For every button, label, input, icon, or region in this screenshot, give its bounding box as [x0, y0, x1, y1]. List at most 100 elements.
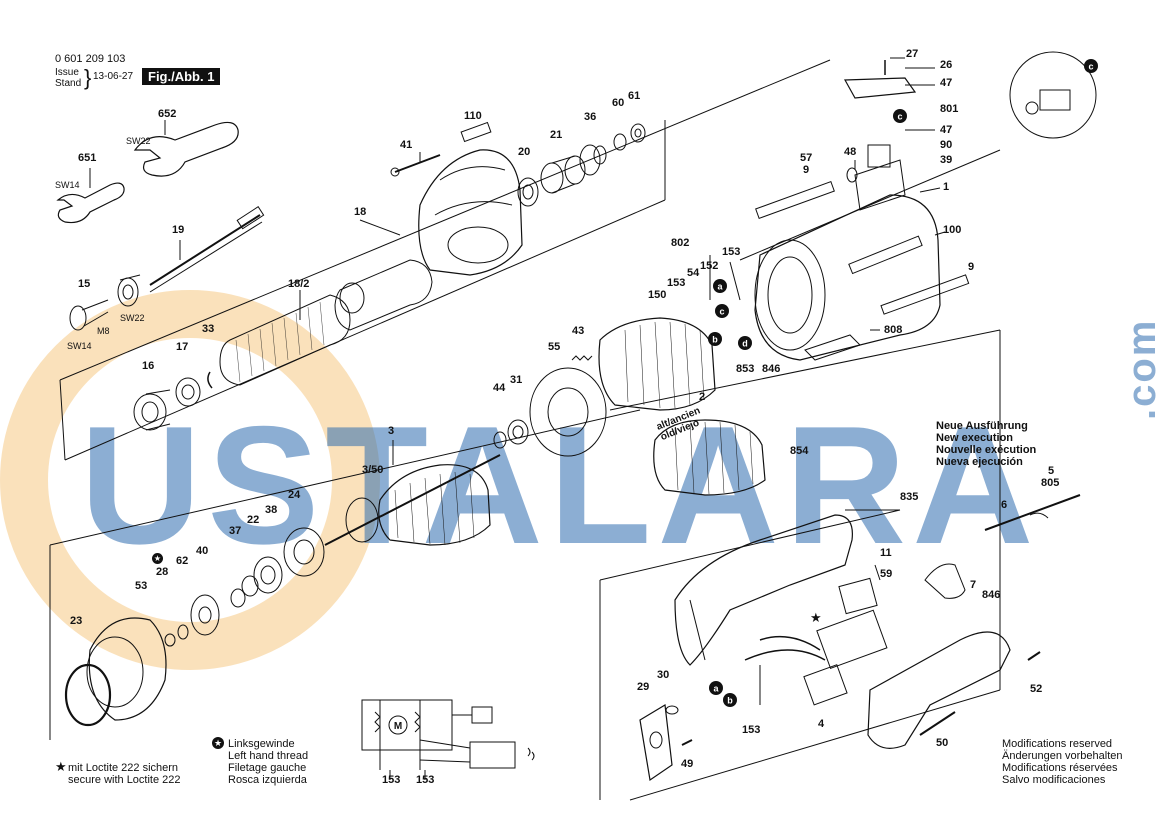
stand-label: Stand [55, 78, 82, 89]
part-label-1: 1 [943, 181, 950, 193]
part-label-53: 53 [135, 580, 148, 592]
callout-c1: c [719, 307, 724, 317]
part-label-40: 40 [196, 545, 209, 557]
callout-c3: c [1088, 62, 1093, 72]
callout-a2: a [713, 684, 719, 694]
issue-label: Issue [55, 67, 79, 78]
part-label-652: 652 [158, 108, 177, 120]
part-label-57: 57 [800, 152, 813, 164]
part-label-28: 28 [156, 566, 169, 578]
part-label-15: 15 [78, 278, 91, 290]
callout-b2: b [727, 696, 733, 706]
part-label-9a: 9 [803, 164, 810, 176]
wrench-sw22-label: SW22 [126, 136, 151, 146]
part-label-17: 17 [176, 341, 189, 353]
part-label-5: 5 [1048, 465, 1055, 477]
part-label-39: 39 [940, 154, 953, 166]
modifications-fr: Modifications réservées [1002, 762, 1118, 774]
part-label-846a: 846 [762, 363, 781, 375]
nut-sw22-label: SW22 [120, 313, 145, 323]
part-label-805: 805 [1041, 477, 1060, 489]
modifications-de: Änderungen vorbehalten [1002, 750, 1123, 762]
modifications-es: Salvo modificaciones [1002, 774, 1106, 786]
part-label-854: 854 [790, 445, 809, 457]
part-label-3: 3 [388, 425, 395, 437]
motor-symbol: M [394, 721, 402, 732]
left-thread-de: Linksgewinde [228, 738, 295, 750]
part-label-59: 59 [880, 568, 893, 580]
part-label-2: 2 [699, 391, 706, 403]
part-label-37: 37 [229, 525, 242, 537]
part-label-853: 853 [736, 363, 755, 375]
part-label-16: 16 [142, 360, 155, 372]
new-execution-en: New execution [936, 432, 1014, 444]
figure-label: Fig./Abb. 1 [142, 68, 221, 85]
part-label-153a: 153 [722, 246, 741, 258]
part-label-36: 36 [584, 111, 597, 123]
part-label-153e: 153 [416, 774, 435, 786]
part-label-22: 22 [247, 514, 260, 526]
part-label-153b: 153 [667, 277, 686, 289]
part-label-31: 31 [510, 374, 523, 386]
part-label-50: 50 [936, 737, 949, 749]
part-label-9b: 9 [968, 261, 975, 273]
part-label-835: 835 [900, 491, 919, 503]
part-label-150: 150 [648, 289, 667, 301]
m8-label: M8 [97, 326, 110, 336]
part-label-23: 23 [70, 615, 83, 627]
part-label-54: 54 [687, 267, 700, 279]
part-label-30: 30 [657, 669, 670, 681]
part-label-62: 62 [176, 555, 189, 567]
callout-c2: c [897, 112, 902, 122]
left-thread-es: Rosca izquierda [228, 774, 307, 786]
part-label-7: 7 [970, 579, 977, 591]
part-label-3-50: 3/50 [362, 464, 384, 476]
part-label-651: 651 [78, 152, 97, 164]
new-execution-es: Nueva ejecución [936, 456, 1023, 468]
part-label-802: 802 [671, 237, 690, 249]
left-thread-en: Left hand thread [228, 750, 309, 762]
callout-d1: d [742, 339, 748, 349]
part-label-20: 20 [518, 146, 531, 158]
wrench-sw14-label: SW14 [55, 180, 80, 190]
new-execution-de: Neue Ausführung [936, 420, 1028, 432]
part-label-153d: 153 [382, 774, 401, 786]
part-label-801: 801 [940, 103, 959, 115]
part-label-47a: 47 [940, 77, 953, 89]
part-label-26: 26 [940, 59, 953, 71]
brace: } [84, 65, 92, 90]
modifications-en: Modifications reserved [1002, 738, 1113, 750]
part-label-153c: 153 [742, 724, 761, 736]
part-label-152: 152 [700, 260, 719, 272]
loctite-de: mit Loctite 222 sichern [68, 762, 179, 774]
callout-a1: a [717, 282, 723, 292]
part-label-21: 21 [550, 129, 563, 141]
part-label-6: 6 [1001, 499, 1008, 511]
part-label-11: 11 [880, 547, 892, 559]
part-label-110: 110 [464, 110, 482, 122]
part-label-55: 55 [548, 341, 561, 353]
part-label-808: 808 [884, 324, 903, 336]
part-label-100: 100 [943, 224, 962, 236]
part-label-43: 43 [572, 325, 585, 337]
issue-date: 13-06-27 [93, 71, 134, 82]
loctite-en: secure with Loctite 222 [68, 774, 181, 786]
nut-sw14-label: SW14 [67, 341, 92, 351]
part-label-52: 52 [1030, 683, 1043, 695]
part-number: 0 601 209 103 [55, 53, 126, 65]
part-label-846b: 846 [982, 589, 1001, 601]
part-label-41: 41 [400, 139, 413, 151]
part-label-44: 44 [493, 382, 506, 394]
part-label-90: 90 [940, 139, 953, 151]
left-thread-fr: Filetage gauche [228, 762, 307, 774]
left-thread-icon: ★ [212, 737, 224, 749]
part-28-left-thread-icon: ★ [152, 553, 163, 564]
part-label-18-2: 18/2 [288, 278, 310, 290]
part-label-33: 33 [202, 323, 215, 335]
part-label-24: 24 [288, 489, 301, 501]
part-label-47b: 47 [940, 124, 953, 136]
part-label-60: 60 [612, 97, 625, 109]
part-label-4: 4 [818, 718, 825, 730]
part-label-27: 27 [906, 48, 919, 60]
